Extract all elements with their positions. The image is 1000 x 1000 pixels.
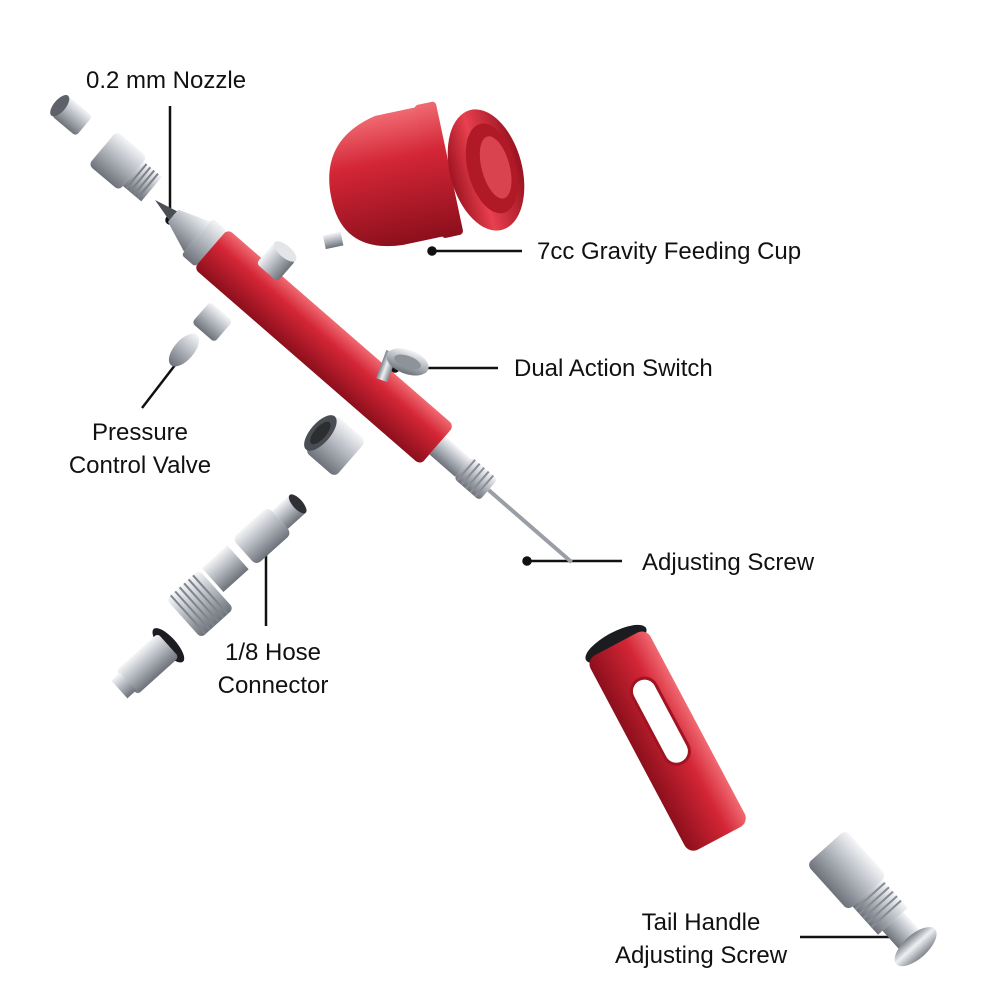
label-tail-line2: Adjusting Screw — [614, 942, 788, 969]
gravity-cup — [322, 101, 525, 250]
label-adjusting-screw: Adjusting Screw — [642, 549, 815, 576]
label-pressure-line2: Control Valve — [68, 452, 212, 479]
label-dual-action-switch: Dual Action Switch — [514, 355, 713, 382]
label-hose-line2: Connector — [217, 672, 329, 699]
nozzle-cap — [50, 95, 91, 135]
label-pressure-control-valve: Pressure Control Valve — [50, 416, 230, 482]
label-tail-line1: Tail Handle — [641, 909, 761, 936]
label-pressure-line1: Pressure — [91, 419, 189, 446]
handle — [585, 624, 746, 851]
nozzle-body-part — [90, 133, 162, 202]
airbrush-body — [155, 200, 573, 564]
hose-connector-parts — [111, 494, 307, 699]
label-tail-handle-adjusting-screw: Tail Handle Adjusting Screw — [596, 906, 806, 972]
tail-screw — [809, 832, 937, 967]
label-nozzle: 0.2 mm Nozzle — [86, 67, 247, 94]
label-gravity-cup: 7cc Gravity Feeding Cup — [537, 238, 802, 265]
label-hose-line1: 1/8 Hose — [224, 639, 322, 666]
label-hose-connector: 1/8 Hose Connector — [198, 636, 348, 702]
leader-cup-dot — [427, 246, 437, 256]
trigger — [376, 348, 429, 383]
leader-adjusting-dot — [522, 556, 532, 566]
